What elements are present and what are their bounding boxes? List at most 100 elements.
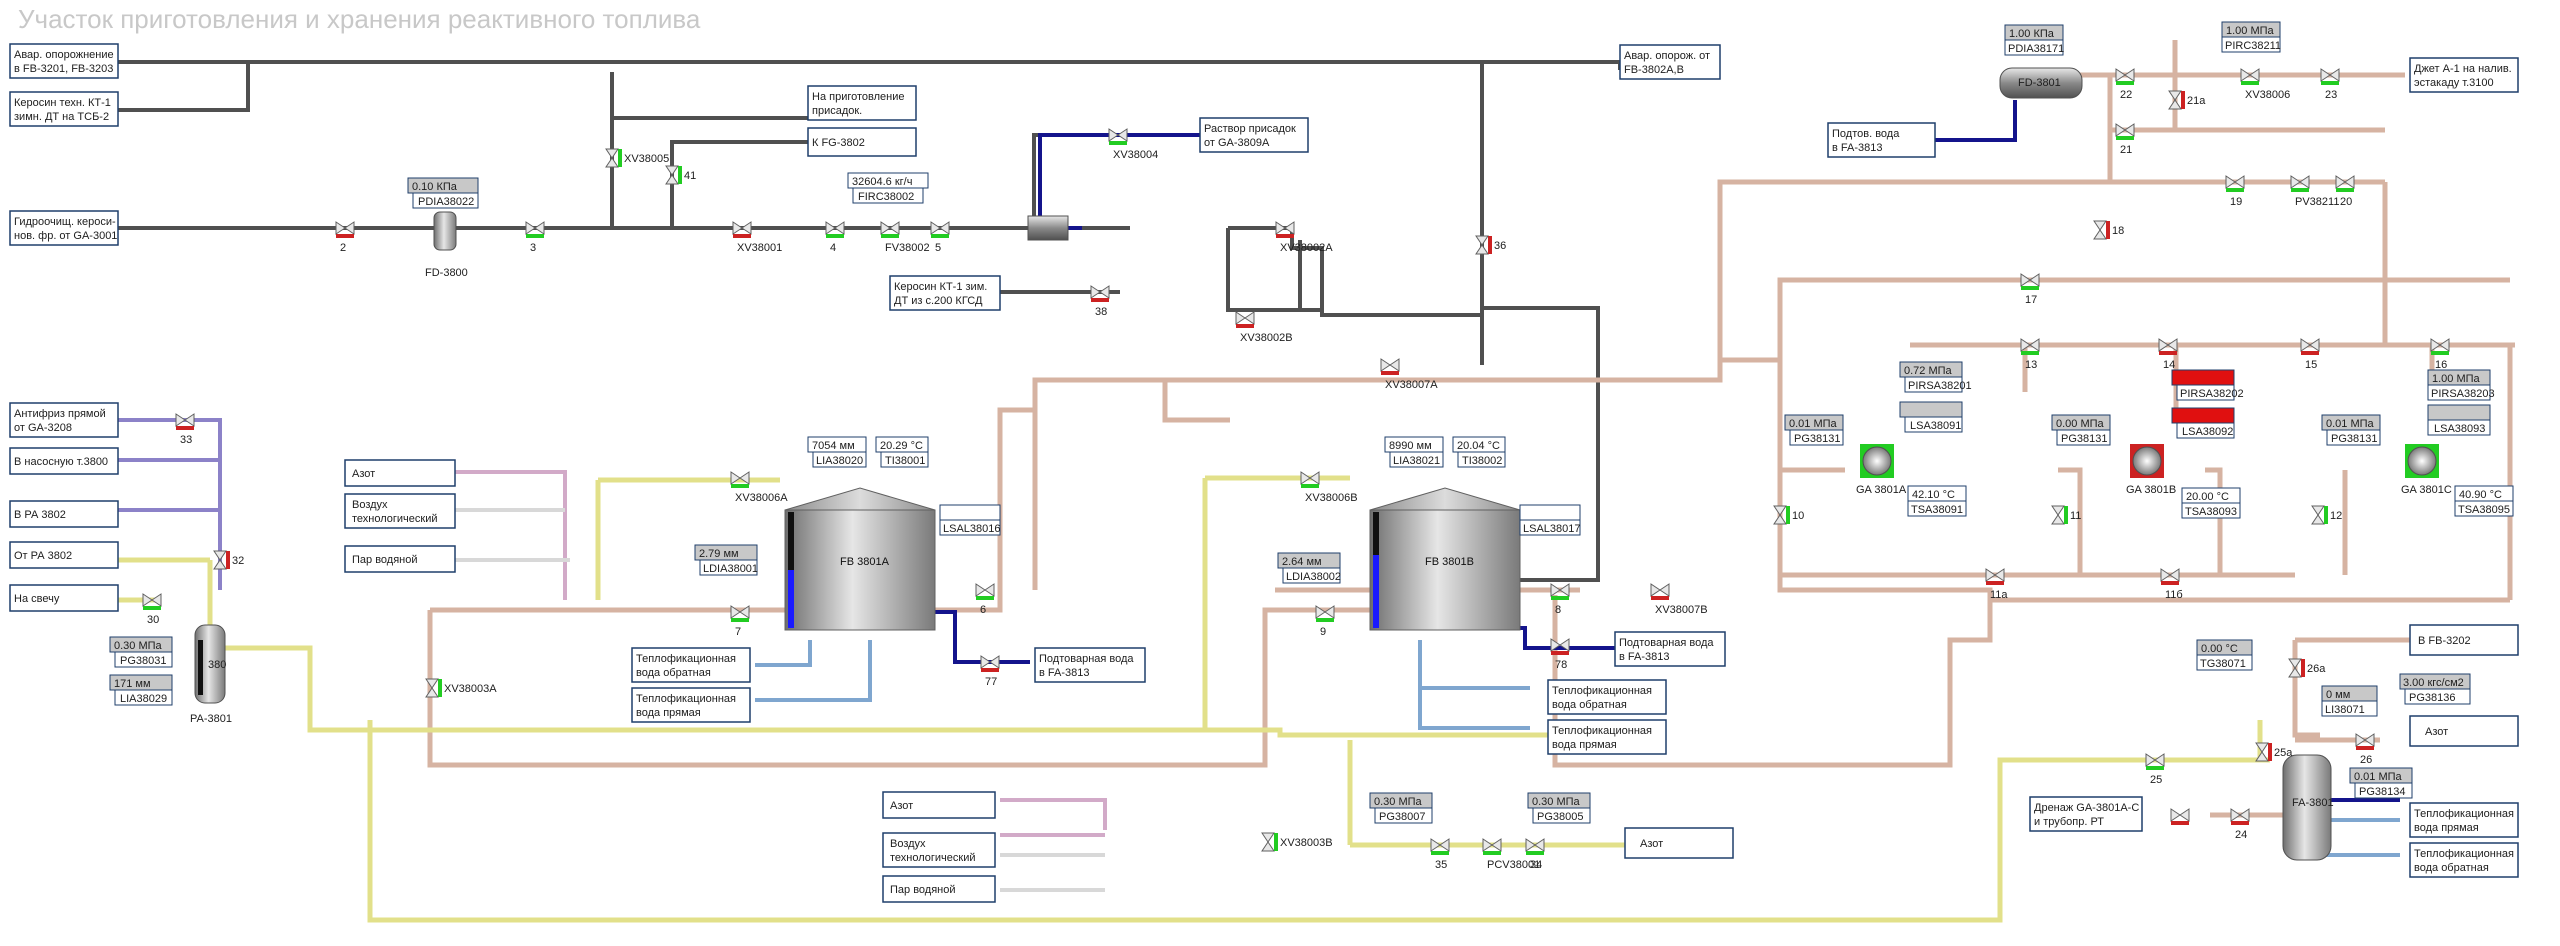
valve-v14[interactable]: 14 (2158, 338, 2178, 371)
valve-pv38211[interactable]: PV38211 (2290, 175, 2339, 208)
box-pa3802[interactable]: В РА 3802 (9, 500, 119, 528)
valve-v21a[interactable]: 21а (2168, 90, 2206, 110)
box-avar-from[interactable]: Авар. опорож. от FB-3802A,B (1619, 44, 1721, 80)
box-kerosin-kt1[interactable]: Керосин техн. КТ-1 зимн. ДТ на ТСБ-2 (9, 91, 119, 127)
valve-xv38006a[interactable]: XV38006A (730, 471, 788, 504)
valve-pcv38001[interactable]: PCV38001 (1482, 838, 1540, 871)
pg38031-indicator[interactable]: 0.30 МПа PG38031 (109, 636, 173, 668)
pa3801-vessel[interactable]: 380 PA-3801 (190, 624, 232, 725)
lia38021-indicator[interactable]: 8990 мм LIA38021 (1384, 436, 1444, 468)
ti38001-indicator[interactable]: 20.29 °С TI38001 (875, 436, 929, 468)
tsa38095-indicator[interactable]: 40.90 °С TSA38095 (2454, 485, 2514, 517)
ldia38001-indicator[interactable]: 2.79 мм LDIA38001 (694, 544, 758, 576)
box-azot-b[interactable]: Азот (882, 791, 996, 819)
box-steam-a[interactable]: Пар водяной (344, 545, 456, 573)
fb3801b-tank[interactable]: FB 3801B (1369, 487, 1521, 631)
box-azot-fa[interactable]: Азот (2409, 715, 2519, 747)
valve-v41[interactable]: 41 (665, 165, 696, 185)
valve-xv38003b[interactable]: XV38003B (1261, 832, 1333, 852)
box-podtov-b[interactable]: Подтоварная вода в FA-3813 (1614, 631, 1726, 667)
pg38005-indicator[interactable]: 0.30 МПа PG38005 (1527, 792, 1591, 824)
pg38131a-indicator[interactable]: 0.01 МПа PG38131 (1784, 414, 1844, 446)
lia38020-indicator[interactable]: 7054 мм LIA38020 (807, 436, 867, 468)
box-air-b[interactable]: Воздух технологический (882, 832, 996, 868)
valve-v19[interactable]: 19 (2225, 175, 2245, 208)
valve-xv38002b[interactable]: XV38002B (1235, 311, 1293, 344)
valve-xv38003a[interactable]: XV38003A (425, 678, 497, 698)
valve-v25[interactable]: 25 (2145, 753, 2165, 786)
box-hydro[interactable]: Гидроочищ. кероси- нов. фр. от GA-3001 (9, 210, 119, 246)
valve-v32[interactable]: 32 (213, 550, 244, 570)
box-teplo-b2[interactable]: Теплофикационная вода прямая (1547, 719, 1667, 755)
lsa38091-indicator[interactable]: LSA38091 (1899, 401, 1963, 433)
ga3801c-pump[interactable]: GA 3801C (2401, 444, 2452, 496)
valve-v12[interactable]: 12 (2311, 505, 2342, 525)
fd3801-vessel[interactable]: FD-3801 (1999, 67, 2083, 99)
valve-v21[interactable]: 21 (2115, 123, 2135, 156)
tsa38093-indicator[interactable]: 20.00 °С TSA38093 (2181, 487, 2241, 519)
pirc38211-indicator[interactable]: 1.00 МПа PIRC38211 (2221, 21, 2281, 53)
ti38002-indicator[interactable]: 20.04 °С TI38002 (1452, 436, 1506, 468)
valve-xv38005[interactable]: XV38005 (605, 148, 669, 168)
valve-xv38002a[interactable]: XV38002A (1275, 221, 1333, 254)
pg38134-indicator[interactable]: 0.01 МПа PG38134 (2349, 767, 2413, 799)
valve-xv38007b[interactable]: XV38007B (1650, 583, 1708, 616)
valve-v38[interactable]: 38 (1090, 285, 1110, 318)
box-teplo-fa2[interactable]: Теплофикационная вода обратная (2409, 842, 2519, 878)
valve-v24[interactable]: 24 (2230, 808, 2250, 841)
fd3800-filter[interactable]: FD-3800 (425, 211, 468, 279)
box-drenazh[interactable]: Дренаж GA-3801A-C и трубопр. РТ (2029, 796, 2143, 832)
valve-v11[interactable]: 11 (2051, 505, 2081, 525)
valve-v2[interactable]: 2 (335, 221, 355, 254)
valve-v23[interactable]: 23 (2320, 68, 2340, 101)
valve-v34[interactable]: 34 (1525, 838, 1545, 871)
valve-xv38001[interactable]: XV38001 (732, 221, 782, 254)
box-k-fg3802[interactable]: К FG-3802 (807, 127, 917, 157)
pdia38022-indicator[interactable]: 0.10 КПа PDIA38022 (407, 177, 479, 209)
valve-v78[interactable]: 78 (1550, 638, 1570, 671)
pg38007-indicator[interactable]: 0.30 МПа PG38007 (1369, 792, 1433, 824)
valve-v4[interactable]: 4 (825, 221, 845, 254)
valve-v22[interactable]: 22 (2115, 68, 2135, 101)
ldia38002-indicator[interactable]: 2.64 мм LDIA38002 (1277, 552, 1341, 584)
box-rastvor[interactable]: Раствор присадок от GA-3809А (1199, 117, 1309, 153)
valve-v8[interactable]: 8 (1550, 583, 1570, 616)
li38071-indicator[interactable]: 0 мм LI38071 (2321, 685, 2378, 717)
valve-v77[interactable]: 77 (980, 655, 1000, 688)
pdia38171-indicator[interactable]: 1.00 КПа PDIA38171 (2004, 24, 2064, 56)
pg38136-indicator[interactable]: 3.00 кгс/см2 PG38136 (2399, 673, 2471, 705)
box-svecha[interactable]: На свечу (9, 584, 119, 612)
valve-fv38002[interactable]: FV38002 (880, 221, 930, 254)
firc38002-indicator[interactable]: 32604.6 кг/ч FIRC38002 (847, 172, 929, 204)
valve-v7[interactable]: 7 (730, 605, 750, 638)
box-antifriz[interactable]: Антифриз прямой от GA-3208 (9, 402, 119, 438)
valve-v10[interactable]: 10 (1773, 505, 1804, 525)
fb3801a-tank[interactable]: FB 3801A (784, 487, 936, 631)
tsa38091-indicator[interactable]: 42.10 °С TSA38091 (1907, 485, 1967, 517)
box-fb3202[interactable]: В FB-3202 (2409, 624, 2519, 656)
pirsa38203-indicator[interactable]: 1.00 МПа PIRSA38203 (2427, 369, 2495, 401)
box-teplo-fa1[interactable]: Теплофикационная вода прямая (2409, 802, 2519, 838)
valve-v11b[interactable]: 11б (2160, 568, 2183, 601)
fa3801-vessel[interactable]: FA-3801 (2282, 754, 2334, 861)
valve-v28c[interactable] (2170, 808, 2190, 825)
lsal38016-indicator[interactable]: LSAL38016 (939, 504, 1001, 536)
valve-v33[interactable]: 33 (175, 413, 195, 446)
lsa38093-indicator[interactable]: LSA38093 (2427, 404, 2491, 436)
pg38131c-indicator[interactable]: 0.01 МПа PG38131 (2321, 414, 2381, 446)
box-kerosin200[interactable]: Керосин КТ-1 зим. ДТ из с.200 КГСД (889, 275, 1001, 311)
box-podtov-a[interactable]: Подтоварная вода в FA-3813 (1034, 647, 1146, 683)
box-azot-a[interactable]: Азот (344, 459, 456, 487)
box-prisad[interactable]: На приготовление присадок. (807, 85, 917, 121)
box-air-a[interactable]: Воздух технологический (344, 493, 456, 529)
valve-xv38004[interactable]: XV38004 (1108, 128, 1158, 161)
box-podtov-fd[interactable]: Подтов. вода в FA-3813 (1827, 122, 1936, 158)
lsal38017-indicator[interactable]: LSAL38017 (1519, 504, 1581, 536)
valve-v26[interactable]: 26 (2355, 733, 2375, 766)
valve-v20[interactable]: 20 (2335, 175, 2355, 208)
ga3801a-pump[interactable]: GA 3801A (1856, 444, 1907, 496)
valve-v9[interactable]: 9 (1315, 605, 1335, 638)
lsa38092-indicator[interactable]: LSA38092 (2171, 407, 2235, 439)
pirsa38201-indicator[interactable]: 0.72 МПа PIRSA38201 (1899, 361, 1972, 393)
valve-v5[interactable]: 5 (930, 221, 950, 254)
